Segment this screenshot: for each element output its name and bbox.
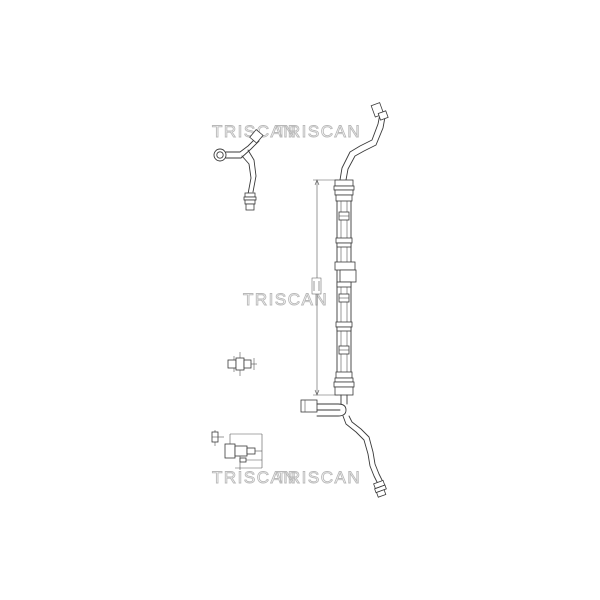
watermark-bottom: TRISCAN (212, 468, 297, 487)
watermark-top: TRISCAN (212, 122, 297, 141)
lower-pipe (342, 415, 387, 498)
watermark-middle: TRISCAN (243, 290, 328, 309)
upper-pipe (339, 102, 389, 181)
length-dimension (311, 179, 338, 396)
lower-bracket-fitting (300, 399, 347, 417)
watermark-bottom-right: TRISCAN (276, 468, 361, 487)
watermark-top-right: TRISCAN (276, 122, 361, 141)
top-left-fitting-pipe (213, 129, 264, 211)
detail-view-small (227, 352, 257, 376)
detail-view-large (211, 430, 263, 470)
main-hose (333, 179, 357, 405)
